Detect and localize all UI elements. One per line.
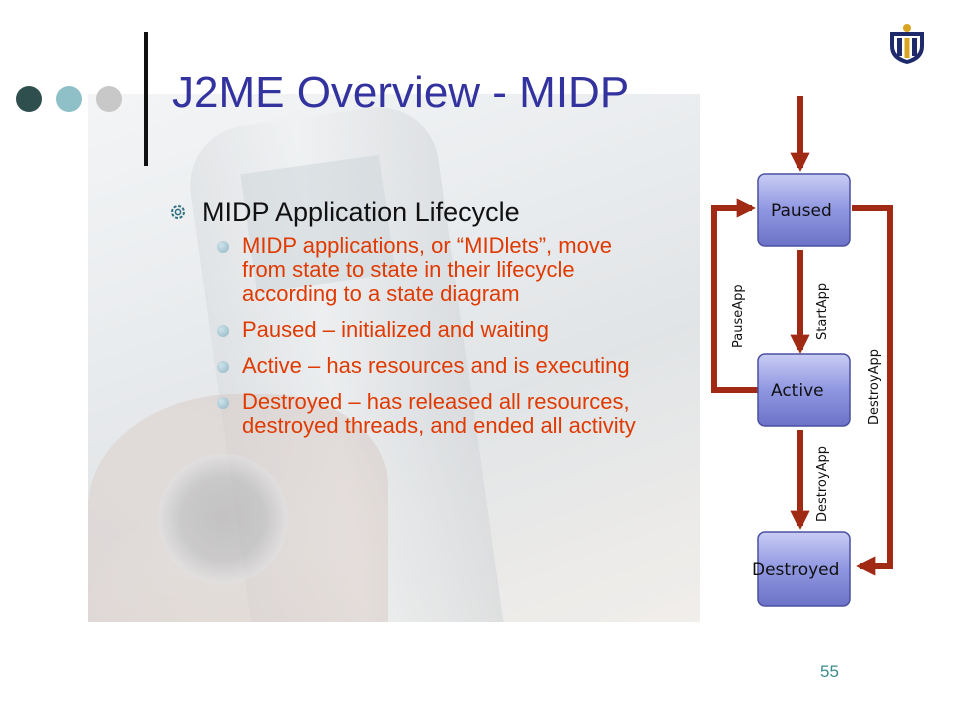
state-active: Active: [757, 353, 851, 427]
dot-grey: [96, 86, 122, 112]
paused-destroyapp-arrow: [852, 205, 893, 576]
state-destroyed: Destroyed: [752, 531, 851, 607]
list-item: Active – has resources and is executing: [170, 354, 662, 378]
list-item: Destroyed – has released all resources, …: [170, 390, 662, 438]
label-startapp: StartApp: [815, 283, 830, 340]
bullet-text: MIDP applications, or “MIDlets”, move fr…: [242, 233, 613, 306]
university-crest-icon: [890, 24, 924, 64]
label-pauseapp: PauseApp: [731, 284, 746, 348]
round-bullet-icon: [217, 361, 229, 373]
level1-item: MIDP Application Lifecycle: [170, 196, 690, 228]
state-label-active: Active: [771, 381, 824, 401]
lifecycle-state-diagram: Paused Active Destroyed PauseApp StartAp…: [711, 96, 893, 607]
state-label-paused: Paused: [771, 201, 832, 221]
round-bullet-icon: [217, 241, 229, 253]
gear-bullet-icon: [171, 205, 185, 219]
hand-illustration: [88, 394, 388, 622]
dot-teal: [56, 86, 82, 112]
dot-dark: [16, 86, 42, 112]
round-bullet-icon: [217, 325, 229, 337]
list-item: MIDP applications, or “MIDlets”, move fr…: [170, 234, 662, 306]
label-destroyapp-lower: DestroyApp: [815, 446, 830, 522]
pauseapp-arrow: [711, 198, 760, 393]
state-label-destroyed: Destroyed: [752, 560, 839, 580]
background-photo: [88, 94, 700, 622]
dial-illustration: [158, 454, 288, 584]
label-destroyapp-right: DestroyApp: [867, 349, 882, 425]
slide-content: MIDP Application Lifecycle MIDP applicat…: [170, 196, 690, 450]
page-number: 55: [820, 662, 839, 681]
bullet-text: Paused – initialized and waiting: [242, 317, 549, 342]
bullet-list: MIDP applications, or “MIDlets”, move fr…: [170, 234, 690, 438]
list-item: Paused – initialized and waiting: [170, 318, 662, 342]
round-bullet-icon: [217, 397, 229, 409]
photo-wash: [88, 94, 700, 622]
state-paused: Paused: [757, 173, 851, 247]
bullet-text: Active – has resources and is executing: [242, 353, 630, 378]
title-divider: [144, 32, 148, 166]
bullet-text: Destroyed – has released all resources, …: [242, 389, 636, 438]
lifecycle-heading: MIDP Application Lifecycle: [202, 197, 520, 227]
slide-title: J2ME Overview - MIDP: [172, 68, 630, 117]
